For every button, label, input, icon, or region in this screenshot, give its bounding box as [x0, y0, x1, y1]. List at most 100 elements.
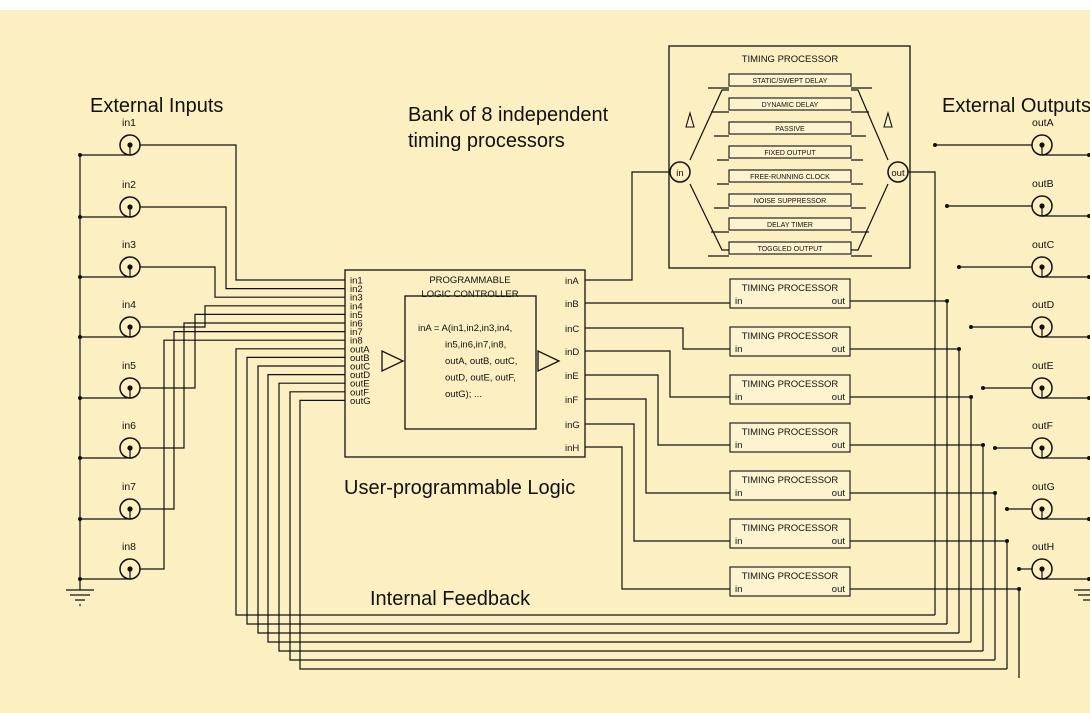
feedback-wire [267, 374, 971, 643]
timing-detail-in-port [669, 161, 691, 183]
junction-dot [1087, 153, 1090, 157]
junction-dot [1087, 517, 1090, 521]
timing-processor-title: TIMING PROCESSOR [742, 427, 839, 438]
timing-processor-box [729, 566, 851, 597]
timing-processor-box [729, 278, 851, 309]
plc-out-wire [585, 446, 730, 590]
input-route-wire [140, 266, 345, 298]
timing-processor-out-label: out [832, 296, 846, 307]
feedback-wire [257, 365, 959, 634]
timing-processor-in-label: in [735, 584, 742, 595]
diagram-background [0, 10, 1090, 713]
timing-mode-box [728, 121, 852, 135]
plc-formula-line: outG); ... [445, 389, 482, 400]
junction-dot [1087, 335, 1090, 339]
plc-pin-inA: inA [565, 276, 579, 287]
timing-processor-in-label: in [735, 392, 742, 403]
output-label-outE: outE [1032, 360, 1054, 372]
external-inputs-title: External Inputs [90, 95, 223, 117]
timing-mode-track [689, 89, 889, 161]
plc-pin-inB: inB [565, 299, 579, 310]
plc-pin-in2: in2 [350, 284, 363, 295]
plc-formula-line: inA = A(in1,in2,in3,in4, [418, 323, 512, 334]
plc-formula-line: outA, outB, outC, [445, 356, 517, 367]
plc-pin-inE: inE [565, 371, 579, 382]
plc-formula-line: in5,in6,in7,in8, [445, 340, 506, 351]
plc-out-wire [585, 374, 730, 446]
timing-mode-box [728, 145, 852, 159]
timing-mode-box [728, 193, 852, 207]
processor-out-wire [850, 348, 960, 633]
timing-mode-label: PASSIVE [775, 126, 805, 133]
junction-dot [945, 204, 949, 208]
junction-dot [993, 446, 997, 450]
plc-out-wire [585, 398, 730, 494]
plc-out-wire [585, 423, 730, 542]
processor-out-wire [850, 492, 996, 660]
timing-processor-title: TIMING PROCESSOR [742, 523, 839, 534]
timing-processor-in-label: in [735, 344, 742, 355]
timing-processor-in-label: in [735, 488, 742, 499]
plc-pin-in8: in8 [350, 336, 363, 347]
junction-dot [957, 347, 961, 351]
output-label-outH: outH [1032, 541, 1054, 553]
timing-processor-box [729, 422, 851, 453]
ground-left-lines [66, 589, 94, 606]
plc-pin-inF: inF [565, 395, 578, 406]
input-route-wire [140, 313, 345, 389]
timing-mode-box [728, 241, 852, 255]
timing-processor-out-label: out [832, 344, 846, 355]
junction-dot [1017, 587, 1021, 591]
timing-detail-out-label: out [891, 168, 905, 179]
plc-pin-outD: outD [350, 370, 370, 381]
feedback-wire [289, 391, 995, 661]
timing-mode-label: TOGGLED OUTPUT [758, 246, 824, 253]
wiring [78, 143, 1090, 678]
timing-processor-title: TIMING PROCESSOR [742, 283, 839, 294]
input-route-wire [140, 339, 345, 570]
plc-pin-inC: inC [565, 324, 579, 335]
plc-out-wire [585, 327, 730, 350]
plc-pin-inH: inH [565, 443, 579, 454]
timing-detail-title: TIMING PROCESSOR [742, 54, 839, 65]
input-label-in5: in5 [122, 360, 136, 372]
junction-dot [1087, 577, 1090, 581]
timing-arrow-icon [685, 110, 695, 128]
timing-detail-box [668, 45, 911, 269]
ground-left-icon [66, 589, 94, 606]
output-label-outD: outD [1032, 299, 1055, 311]
input-label-in8: in8 [122, 541, 136, 553]
plc-pin-outG: outG [350, 396, 371, 407]
external-outputs-title: External Outputs [942, 95, 1090, 117]
junction-dot [981, 443, 985, 447]
junction-dot [933, 143, 937, 147]
plc-pin-in3: in3 [350, 293, 363, 304]
junction-dot [981, 386, 985, 390]
timing-mode-box [728, 217, 852, 231]
timing-mode-track [689, 183, 889, 251]
timing-mode-box [728, 97, 852, 111]
timing-processor-out-label: out [832, 440, 846, 451]
junction-dot [993, 491, 997, 495]
output-label-outG: outG [1032, 481, 1055, 493]
bank-title-line1: Bank of 8 independent [408, 104, 609, 126]
plc-pin-in7: in7 [350, 327, 363, 338]
plc-pin-in4: in4 [350, 301, 363, 312]
junction-dot [1005, 539, 1009, 543]
timing-mode-box [728, 169, 852, 183]
plc-pin-inD: inD [565, 347, 579, 358]
timing-processor-box [729, 518, 851, 549]
junction-dot [1087, 214, 1090, 218]
plc-output-buffer-icon [537, 349, 561, 373]
timing-detail-out-port [887, 161, 909, 183]
plc-inA-wire [585, 171, 670, 281]
timing-processor-title: TIMING PROCESSOR [742, 475, 839, 486]
timing-processor-in-label: in [735, 440, 742, 451]
input-label-in2: in2 [122, 179, 136, 191]
timing-processor-title: TIMING PROCESSOR [742, 331, 839, 342]
timing-mode-box [728, 73, 852, 87]
plc-block: PROGRAMMABLE LOGIC CONTROLLER inA = A(in… [344, 269, 586, 458]
junction-dot [969, 325, 973, 329]
